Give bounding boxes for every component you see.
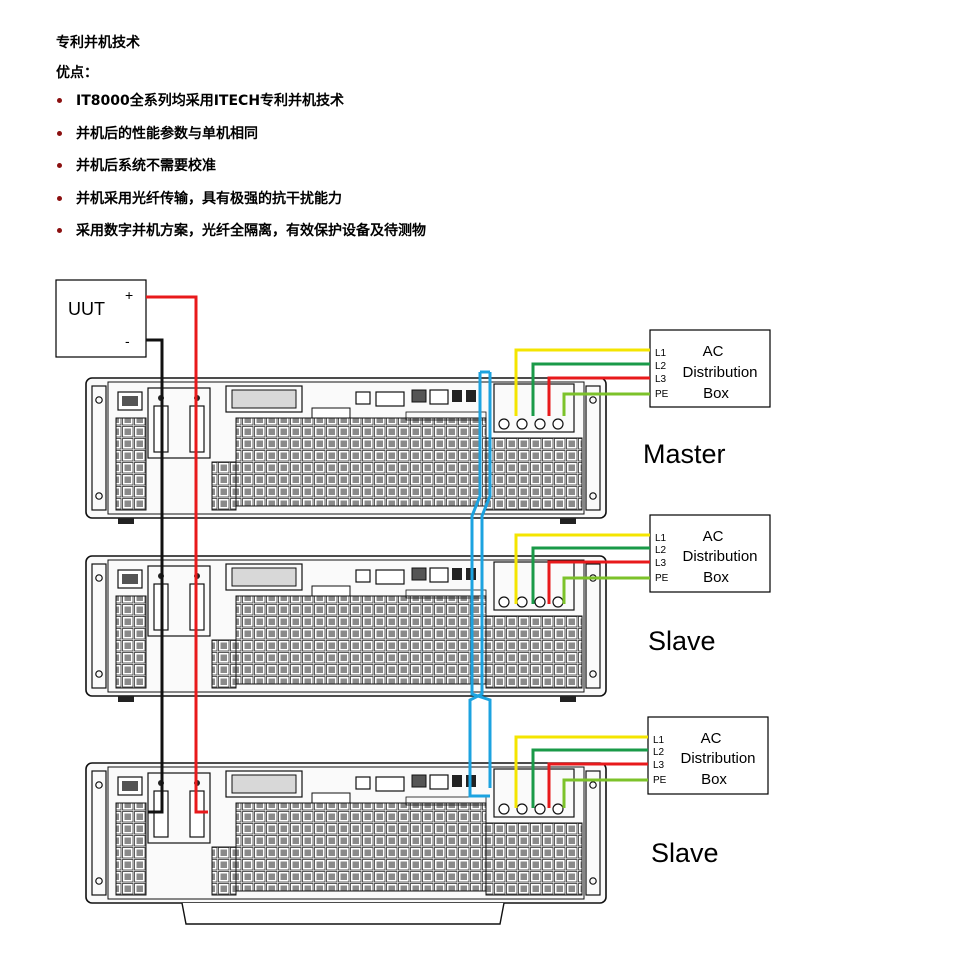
slave-unit-2 (85, 762, 607, 925)
svg-text:Box: Box (703, 569, 729, 586)
bullet-dot-icon (57, 195, 62, 201)
ac-box-master: AC Distribution Box L1 L2 L3 PE (649, 329, 771, 408)
bullet-dot-icon (57, 98, 62, 103)
ac-wiring-master (514, 348, 650, 416)
ac-box-slave-1: AC Distribution Box L1 L2 L3 PE (649, 514, 771, 593)
svg-text:L2: L2 (655, 361, 667, 372)
list-item-text: 采用数字并机方案，光纤全隔离，有效保护设备及待测物 (76, 223, 426, 239)
fiber-optic-link (468, 370, 492, 798)
svg-text:AC: AC (701, 730, 722, 747)
uut-minus-label: - (125, 333, 130, 349)
slave-label: Slave (648, 626, 716, 656)
svg-text:L1: L1 (653, 735, 665, 746)
list-item: 采用数字并机方案，光纤全隔离，有效保护设备及待测物 (56, 218, 426, 251)
advantages-heading: 优点： (56, 65, 98, 81)
negative-wire (146, 338, 164, 814)
svg-text:PE: PE (655, 389, 669, 400)
positive-wire (146, 295, 208, 814)
list-item-text: IT8000全系列均采用ITECH专利并机技术 (76, 93, 345, 109)
list-item: 并机后的性能参数与单机相同 (56, 121, 426, 154)
svg-text:Distribution: Distribution (682, 364, 757, 381)
svg-text:Distribution: Distribution (680, 750, 755, 767)
svg-text:AC: AC (703, 528, 724, 545)
bullet-dot-icon (57, 130, 62, 136)
advantages-list: IT8000全系列均采用ITECH专利并机技术 并机后的性能参数与单机相同 并机… (56, 88, 426, 251)
svg-text:L1: L1 (655, 348, 667, 359)
list-item-text: 并机后系统不需要校准 (76, 158, 216, 174)
ac-box-slave-2: AC Distribution Box L1 L2 L3 PE (647, 716, 769, 795)
svg-text:L1: L1 (655, 533, 667, 544)
svg-text:L2: L2 (655, 545, 667, 556)
list-item: 并机后系统不需要校准 (56, 153, 426, 186)
svg-text:PE: PE (655, 573, 669, 584)
svg-text:L2: L2 (653, 747, 665, 758)
list-item: IT8000全系列均采用ITECH专利并机技术 (56, 88, 426, 121)
page-title: 专利并机技术 (56, 35, 140, 51)
master-unit (85, 377, 607, 524)
uut-box: UUT + - (55, 279, 147, 358)
svg-text:L3: L3 (655, 558, 667, 569)
slave-unit-1 (85, 555, 607, 702)
ac-wiring-slave-2 (514, 735, 648, 808)
svg-text:Box: Box (701, 771, 727, 788)
list-item: 并机采用光纤传输，具有极强的抗干扰能力 (56, 186, 426, 219)
svg-text:AC: AC (703, 343, 724, 360)
uut-plus-label: + (125, 287, 133, 303)
svg-text:L3: L3 (655, 374, 667, 385)
ac-wiring-slave-1 (514, 533, 650, 604)
uut-label: UUT (68, 299, 105, 319)
slave-label: Slave (651, 838, 719, 868)
master-label: Master (643, 439, 726, 469)
svg-text:Distribution: Distribution (682, 548, 757, 565)
svg-text:PE: PE (653, 775, 667, 786)
bullet-dot-icon (57, 163, 62, 168)
bullet-dot-icon (57, 228, 62, 233)
svg-text:Box: Box (703, 385, 729, 402)
svg-text:L3: L3 (653, 760, 665, 771)
list-item-text: 并机后的性能参数与单机相同 (76, 125, 258, 142)
list-item-text: 并机采用光纤传输，具有极强的抗干扰能力 (76, 190, 342, 207)
